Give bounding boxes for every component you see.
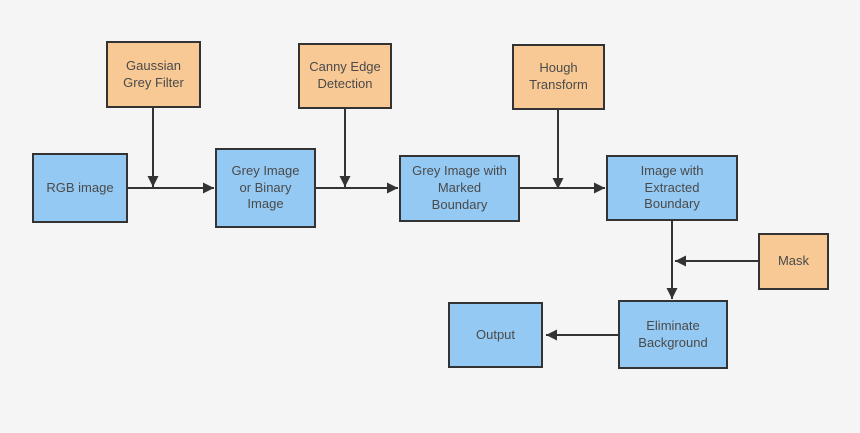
node-gaussian-grey-filter-label: Gaussian Grey Filter	[123, 58, 184, 92]
label-line: Extracted	[644, 179, 700, 195]
label-line: Output	[475, 326, 516, 342]
label-line: Background	[638, 334, 708, 350]
node-grey-image-marked-boundary-label: Grey Image with Marked Boundary	[412, 163, 507, 214]
node-mask-label: Mask	[778, 253, 809, 270]
node-gaussian-grey-filter: Gaussian Grey Filter	[106, 41, 201, 108]
node-eliminate-background-label: Eliminate Background	[638, 318, 707, 352]
node-canny-edge-detection: Canny Edge Detection	[298, 43, 392, 109]
label-line: Marked	[437, 180, 482, 196]
node-grey-or-binary-image: Grey Image or Binary Image	[215, 148, 316, 228]
label-line: Hough	[539, 60, 578, 76]
node-hough-transform-label: Hough Transform	[529, 60, 588, 94]
label-line: RGB image	[46, 179, 114, 195]
label-line: Image with	[640, 162, 704, 178]
node-canny-edge-detection-label: Canny Edge Detection	[309, 59, 381, 93]
label-line: Image	[247, 196, 284, 212]
label-line: Grey Image	[231, 162, 300, 178]
label-line: Eliminate	[646, 317, 700, 333]
node-output-label: Output	[476, 327, 515, 344]
node-grey-or-binary-image-label: Grey Image or Binary Image	[232, 163, 300, 214]
node-image-extracted-boundary: Image with Extracted Boundary	[606, 155, 738, 221]
node-rgb-image-label: RGB image	[46, 180, 113, 197]
label-line: Boundary	[644, 196, 700, 212]
node-mask: Mask	[758, 233, 829, 290]
label-line: Canny Edge	[309, 59, 381, 75]
label-line: Grey Filter	[123, 74, 184, 90]
label-line: Boundary	[431, 196, 488, 212]
node-grey-image-marked-boundary: Grey Image with Marked Boundary	[399, 155, 520, 222]
label-line: Gaussian	[126, 57, 181, 73]
node-rgb-image: RGB image	[32, 153, 128, 223]
label-line: or Binary	[239, 179, 292, 195]
node-hough-transform: Hough Transform	[512, 44, 605, 110]
label-line: Detection	[317, 76, 373, 91]
node-eliminate-background: Eliminate Background	[618, 300, 728, 369]
label-line: Grey Image with	[412, 163, 507, 179]
label-line: Transform	[529, 77, 588, 92]
node-output: Output	[448, 302, 543, 368]
label-line: Mask	[777, 253, 810, 269]
node-image-extracted-boundary-label: Image with Extracted Boundary	[641, 163, 704, 214]
